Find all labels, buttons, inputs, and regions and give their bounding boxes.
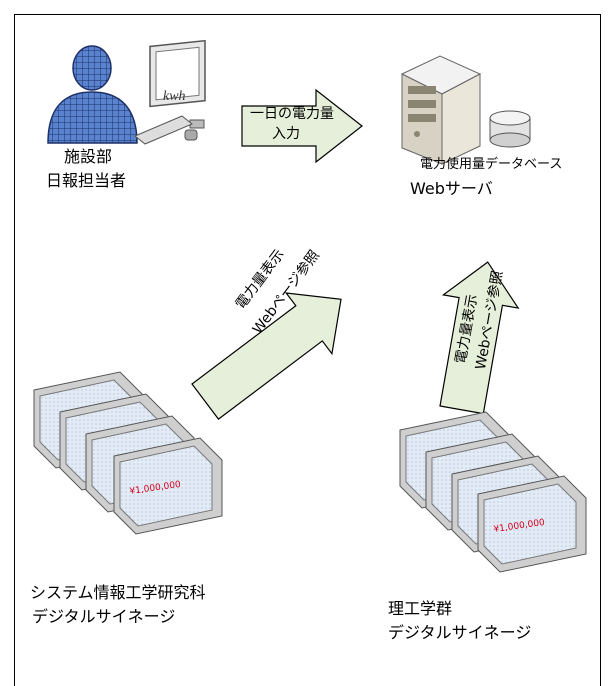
- input-arrow: [241, 88, 363, 164]
- signage-left-line1: システム情報工学研究科: [30, 583, 206, 602]
- input-arrow-line2: 入力: [272, 126, 300, 142]
- server-label: Webサーバ: [410, 179, 493, 198]
- staff-label-line2: 日報担当者: [46, 171, 127, 190]
- staff-icon: kwh: [47, 39, 206, 145]
- db-label: 電力使用量データベース: [420, 157, 563, 172]
- staff-screen-text: kwh: [163, 89, 186, 104]
- server-icon: [400, 55, 531, 165]
- input-arrow-line1: 一日の電力量: [250, 106, 334, 122]
- signage-right-line1: 理工学群: [388, 599, 453, 618]
- diagram-frame: [14, 14, 601, 686]
- right-view-arrow-shape: [439, 261, 520, 415]
- left-view-arrow-shape: [191, 292, 342, 420]
- signage-right-line2: デジタルサイネージ: [388, 623, 532, 642]
- signage-right-icon: ¥1,000,000: [399, 411, 587, 573]
- signage-left-line2: デジタルサイネージ: [32, 607, 176, 626]
- staff-label-line1: 施設部: [64, 147, 113, 166]
- signage-left-icon: ¥1,000,000: [33, 371, 223, 535]
